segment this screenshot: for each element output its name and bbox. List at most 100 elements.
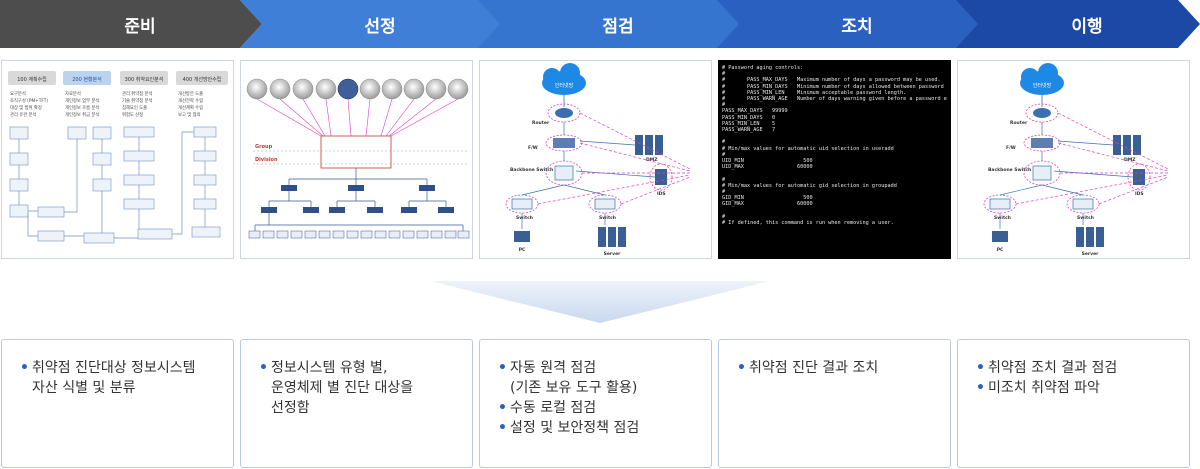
svg-text:Switch: Switch xyxy=(599,215,616,221)
terminal-line: PASS_WARN_AGE 7 xyxy=(722,127,776,134)
terminal-line: PASS_MAX_DAYS 99999 xyxy=(722,108,788,115)
terminal-line: PASS_MIN_LEN 5 xyxy=(722,120,776,127)
desc-item: 정보시스템 유형 별, 운영체제 별 진단 대상을 선정함 xyxy=(259,358,458,418)
desc-item: 미조치 취약점 파악 xyxy=(976,378,1175,398)
desc-box-prepare: 취약점 진단대상 정보시스템 자산 식별 및 분류 xyxy=(1,339,234,468)
terminal-line: # xyxy=(722,151,726,158)
terminal-line: # xyxy=(722,189,726,196)
desc-box-inspect: 자동 원격 점검 (기존 보유 도구 활용) 수동 로컬 점검 설정 및 보안정… xyxy=(479,339,712,468)
funnel-arrow-icon xyxy=(430,281,770,323)
terminal-line: # xyxy=(722,176,726,183)
desc-item: 수동 로컬 점검 xyxy=(498,398,697,418)
step-label: 조치 xyxy=(841,16,873,37)
svg-text:개인정보 업무 분석: 개인정보 업무 분석 xyxy=(65,97,99,104)
svg-text:Switch: Switch xyxy=(994,215,1011,221)
org-tree-diagram: Group Division xyxy=(246,78,470,239)
svg-text:IDS: IDS xyxy=(1135,191,1144,197)
router-icon xyxy=(555,108,573,118)
svg-text:PC: PC xyxy=(997,247,1004,253)
desc-item: 설정 및 보안정책 점검 xyxy=(498,418,697,438)
select-org-image: Group Division xyxy=(240,60,473,259)
step-remediate: 조치 xyxy=(717,0,979,48)
group-box xyxy=(320,135,392,169)
svg-text:인터넷망: 인터넷망 xyxy=(1033,82,1052,89)
desc-item: 취약점 진단 결과 조치 xyxy=(737,358,936,378)
svg-text:IDS: IDS xyxy=(657,191,666,197)
svg-text:자료분석: 자료분석 xyxy=(65,90,81,97)
desc-item: 취약점 진단대상 정보시스템 자산 식별 및 분류 xyxy=(20,358,219,398)
internet-cloud-icon: 인터넷망 xyxy=(1020,63,1064,95)
svg-text:100 계획수립: 100 계획수립 xyxy=(17,76,47,83)
svg-text:Server: Server xyxy=(604,251,621,257)
svg-text:Switch: Switch xyxy=(1077,215,1094,221)
desc-item: 자동 원격 점검 (기존 보유 도구 활용) xyxy=(498,358,697,398)
svg-text:조직구성 (PM+TFT): 조직구성 (PM+TFT) xyxy=(10,97,48,104)
terminal-line: # Password aging controls: xyxy=(722,65,804,71)
svg-text:200 현황분석: 200 현황분석 xyxy=(72,76,102,83)
remediate-terminal-image: # Password aging controls:## PASS_MAX_DA… xyxy=(718,60,951,259)
svg-text:DMZ: DMZ xyxy=(646,157,658,163)
backbone-switch-icon xyxy=(1032,165,1052,181)
server-rack-icon xyxy=(1076,227,1104,247)
step-label: 점검 xyxy=(602,16,634,37)
svg-text:Server: Server xyxy=(1082,251,1099,257)
firewall-icon xyxy=(553,138,575,148)
step-label: 준비 xyxy=(124,16,156,37)
dmz-servers-icon xyxy=(635,135,663,155)
svg-text:관리 유관 분석: 관리 유관 분석 xyxy=(10,111,36,118)
terminal-line: # If defined, this command is run when r… xyxy=(722,220,894,227)
prepare-flow-image: 100 계획수립 200 현황분석 300 취약요인분석 400 개선방안수립 … xyxy=(1,60,234,259)
svg-text:개인정보 취급 분석: 개인정보 취급 분석 xyxy=(65,111,99,118)
switch-icon xyxy=(511,198,533,210)
terminal-line: # PASS_MAX_DAYS Maximum number of days a… xyxy=(722,77,941,84)
svg-text:Switch: Switch xyxy=(516,215,533,221)
desc-box-implement: 취약점 조치 결과 점검 미조치 취약점 파악 xyxy=(957,339,1190,468)
internet-cloud-icon: 인터넷망 xyxy=(542,63,586,95)
terminal-line: # xyxy=(722,102,726,109)
terminal-line: PASS_MIN_DAYS 0 xyxy=(722,114,776,121)
step-select: 선정 xyxy=(240,0,502,48)
desc-box-remediate: 취약점 진단 결과 조치 xyxy=(718,339,951,468)
server-rack-icon xyxy=(598,227,626,247)
backbone-switch-icon xyxy=(554,165,574,181)
terminal-line: # PASS_WARN_AGE Number of days warning g… xyxy=(722,96,947,103)
phase-header-4: 400 개선방안수립 xyxy=(176,71,228,85)
inspect-network-image: 인터넷망 Router F/W Backbone Switch Switch S… xyxy=(479,60,712,259)
step-implement: 이행 xyxy=(956,0,1200,48)
terminal-line: UID_MAX 60000 xyxy=(722,164,813,171)
phase-header-2: 200 현황분석 xyxy=(63,71,111,85)
switch-icon xyxy=(594,198,616,210)
network-diagram-implement: 인터넷망 Router F/W Backbone Switch Switch S… xyxy=(983,63,1169,257)
svg-text:인터넷망: 인터넷망 xyxy=(555,82,574,89)
svg-text:300 취약요인분석: 300 취약요인분석 xyxy=(125,76,164,83)
ids-icon xyxy=(655,169,667,185)
svg-text:DMZ: DMZ xyxy=(1124,157,1136,163)
terminal-line: # xyxy=(722,213,726,220)
terminal-line: # xyxy=(722,71,726,78)
svg-text:대상 및 범위 확정: 대상 및 범위 확정 xyxy=(10,104,42,111)
phase-header-3: 300 취약요인분석 xyxy=(120,71,168,85)
pc-icon xyxy=(992,231,1008,242)
division-label: Division xyxy=(255,157,278,163)
svg-text:기술 취약점 분석: 기술 취약점 분석 xyxy=(122,97,152,104)
svg-text:침해요인 도출: 침해요인 도출 xyxy=(122,104,147,111)
svg-text:개선방안 도출: 개선방안 도출 xyxy=(178,90,203,97)
firewall-icon xyxy=(1031,138,1053,148)
svg-text:F/W: F/W xyxy=(1006,145,1016,151)
terminal-line: # xyxy=(722,139,726,146)
network-diagram-inspect: 인터넷망 Router F/W Backbone Switch Switch S… xyxy=(505,63,691,257)
terminal-output: # Password aging controls:## PASS_MAX_DA… xyxy=(719,61,950,230)
desc-item: 취약점 조치 결과 점검 xyxy=(976,358,1175,378)
terminal-line: # PASS_MIN_DAYS Minimum number of days a… xyxy=(722,83,944,90)
implement-network-image: 인터넷망 Router F/W Backbone Switch Switch S… xyxy=(957,60,1190,259)
svg-text:400 개선방안수립: 400 개선방안수립 xyxy=(183,76,222,83)
step-label: 선정 xyxy=(364,16,396,37)
process-step-bar: 준비 선정 점검 조치 이행 xyxy=(0,0,1200,48)
svg-text:F/W: F/W xyxy=(528,145,538,151)
svg-text:보고 및 협의: 보고 및 협의 xyxy=(178,111,201,118)
phase-header-1: 100 계획수립 xyxy=(8,71,56,85)
step-inspect: 점검 xyxy=(478,0,740,48)
svg-text:개인정보 흐름 분석: 개인정보 흐름 분석 xyxy=(65,104,99,111)
group-label: Group xyxy=(255,144,273,150)
terminal-line: GID_MAX 60000 xyxy=(722,201,813,208)
